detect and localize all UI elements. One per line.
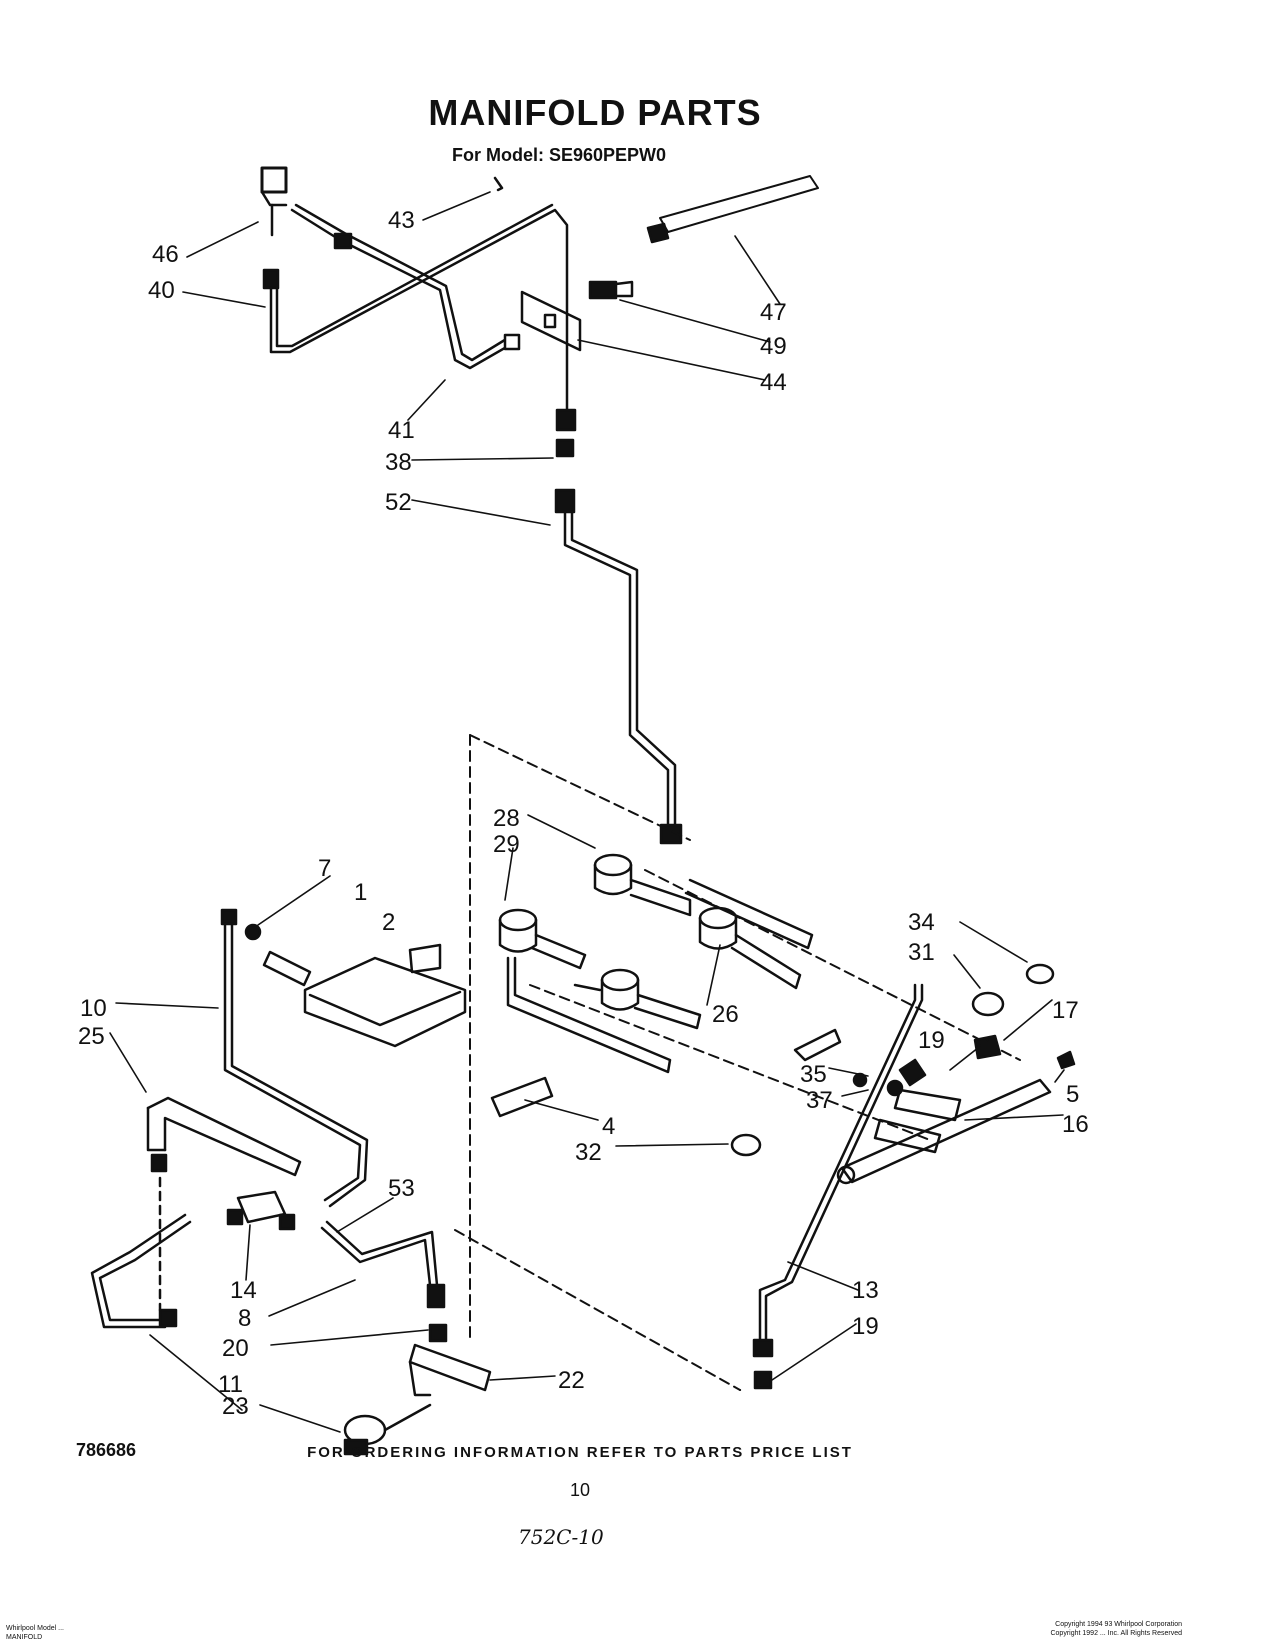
document-number: 786686 xyxy=(76,1440,137,1460)
callout-7: 7 xyxy=(318,855,331,882)
ordering-note: FOR ORDERING INFORMATION REFER TO PARTS … xyxy=(307,1444,853,1461)
copyright-line: Copyright 1992 ... Inc. All Rights Reser… xyxy=(1050,1630,1182,1637)
callout-47: 47 xyxy=(760,299,787,326)
upper-tubing xyxy=(260,166,819,845)
lower-oven-parts xyxy=(90,908,492,1456)
callout-35: 35 xyxy=(800,1061,827,1088)
callout-19b: 19 xyxy=(852,1313,879,1340)
assembly-outline xyxy=(454,734,1021,1391)
callout-37: 37 xyxy=(806,1087,833,1114)
callout-13: 13 xyxy=(852,1277,879,1304)
fine-print-line: MANIFOLD xyxy=(6,1634,43,1641)
handwritten-note: 752C-10 xyxy=(518,1525,604,1549)
callout-31: 31 xyxy=(908,939,935,966)
leader-lines xyxy=(109,191,1065,1433)
callout-labels: 43 46 40 47 49 44 41 38 52 28 29 7 1 2 3… xyxy=(78,207,1089,1420)
callout-25: 25 xyxy=(78,1023,105,1050)
callout-10: 10 xyxy=(80,995,107,1022)
callout-26: 26 xyxy=(712,1001,739,1028)
callout-43: 43 xyxy=(388,207,415,234)
footer-fine-print-left: Whirlpool Model ... MANIFOLD xyxy=(6,1624,64,1642)
callout-11: 11 xyxy=(218,1371,243,1398)
callout-5: 5 xyxy=(1066,1081,1079,1108)
callout-20: 20 xyxy=(222,1335,249,1362)
callout-2: 2 xyxy=(382,909,395,936)
callout-17: 17 xyxy=(1052,997,1079,1024)
callout-41: 41 xyxy=(388,417,415,444)
callout-23: 23 xyxy=(222,1393,249,1420)
callout-52: 52 xyxy=(385,489,412,516)
callout-49: 49 xyxy=(760,333,787,360)
callout-32: 32 xyxy=(575,1139,602,1166)
callout-46: 46 xyxy=(152,241,179,268)
callout-34: 34 xyxy=(908,909,935,936)
callout-44: 44 xyxy=(760,369,787,396)
callout-4: 4 xyxy=(602,1113,615,1140)
footer-fine-print-right: Copyright 1994 93 Whirlpool Corporation … xyxy=(1050,1620,1182,1638)
cooktop-burners xyxy=(490,853,1076,1390)
callout-53: 53 xyxy=(388,1175,415,1202)
callout-14: 14 xyxy=(230,1277,257,1304)
fine-print-line: Whirlpool Model ... xyxy=(6,1625,64,1632)
page-title: MANIFOLD PARTS xyxy=(428,92,762,133)
callout-8: 8 xyxy=(238,1305,251,1332)
page-number: 10 xyxy=(570,1480,591,1500)
callout-29: 29 xyxy=(493,831,520,858)
callout-40: 40 xyxy=(148,277,175,304)
callout-38: 38 xyxy=(385,449,412,476)
callout-22: 22 xyxy=(558,1367,585,1394)
callout-28: 28 xyxy=(493,805,520,832)
callout-16: 16 xyxy=(1062,1111,1089,1138)
model-subtitle: For Model: SE960PEPW0 xyxy=(452,145,667,165)
copyright-line: Copyright 1994 93 Whirlpool Corporation xyxy=(1055,1621,1182,1628)
callout-1: 1 xyxy=(354,879,367,906)
callout-19a: 19 xyxy=(918,1027,945,1054)
